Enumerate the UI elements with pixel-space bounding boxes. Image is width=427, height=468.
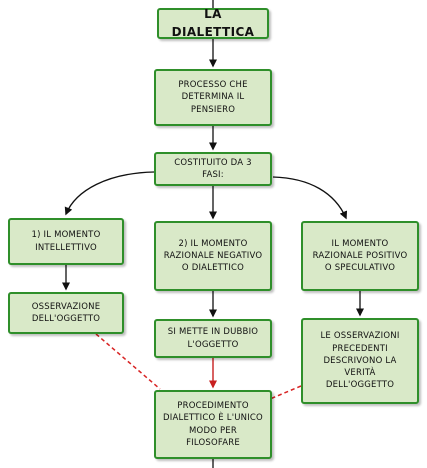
connector-phases-to-left	[64, 171, 155, 216]
phases-node: COSTITUITO DA 3 FASI:	[154, 152, 272, 186]
dashed-link-right-to-conclusion	[269, 385, 302, 400]
conclusion-text: PROCEDIMENTO DIALETTICO È L'UNICO MODO P…	[163, 400, 263, 448]
connector-phases-to-right	[272, 176, 348, 220]
right-result-node: LE OSSERVAZIONI PRECEDENTI DESCRIVONO LA…	[301, 318, 419, 404]
left-phase-text: 1) IL MOMENTO INTELLETTIVO	[31, 230, 101, 253]
middle-result-text: SI METTE IN DUBBIO L'OGGETTO	[167, 327, 259, 350]
conclusion-node: PROCEDIMENTO DIALETTICO È L'UNICO MODO P…	[154, 390, 272, 459]
left-phase-node: 1) IL MOMENTO INTELLETTIVO	[8, 218, 124, 265]
right-phase-text: IL MOMENTO RAZIONALE POSITIVO O SPECULAT…	[312, 238, 408, 274]
dashed-link-left-to-conclusion	[95, 333, 161, 390]
right-phase-node: IL MOMENTO RAZIONALE POSITIVO O SPECULAT…	[301, 221, 419, 291]
right-result-text: LE OSSERVAZIONI PRECEDENTI DESCRIVONO LA…	[320, 331, 400, 391]
title-node: LA DIALETTICA	[157, 7, 269, 39]
title-text: LA DIALETTICA	[171, 7, 255, 39]
phases-text: COSTITUITO DA 3 FASI:	[174, 157, 252, 180]
left-result-node: OSSERVAZIONE DELL'OGGETTO	[8, 292, 124, 334]
process-text: PROCESSO CHE DETERMINA IL PENSIERO	[178, 80, 248, 115]
middle-phase-node: 2) IL MOMENTO RAZIONALE NEGATIVO O DIALE…	[154, 221, 272, 291]
middle-result-node: SI METTE IN DUBBIO L'OGGETTO	[154, 319, 272, 358]
process-node: PROCESSO CHE DETERMINA IL PENSIERO	[154, 69, 272, 126]
left-result-text: OSSERVAZIONE DELL'OGGETTO	[31, 301, 101, 324]
middle-phase-text: 2) IL MOMENTO RAZIONALE NEGATIVO O DIALE…	[163, 238, 263, 274]
